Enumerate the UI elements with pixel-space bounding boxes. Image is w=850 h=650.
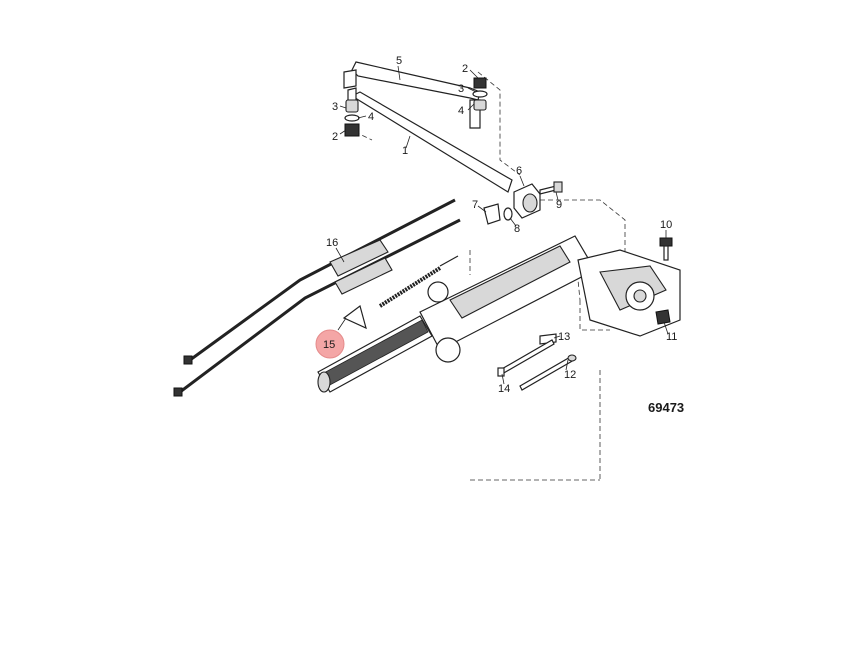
callout-3-left: 3 <box>332 101 338 113</box>
callout-16: 16 <box>326 237 338 249</box>
callout-4-right: 4 <box>458 105 464 117</box>
highlight-circle <box>315 329 345 359</box>
callout-2-left: 2 <box>332 131 338 143</box>
part-1-lower-bar <box>347 87 513 193</box>
part-16-cables <box>173 198 461 397</box>
leader-lines <box>335 65 669 385</box>
part-7-clip <box>483 203 501 225</box>
part-6-bushing <box>513 183 541 219</box>
callout-labels: 5 2 3 4 3 4 2 1 6 7 8 9 10 11 13 12 14 1… <box>326 55 677 395</box>
fastener-stack-right <box>472 77 488 111</box>
part-12-pin <box>519 354 577 391</box>
callout-6: 6 <box>516 165 522 177</box>
callout-12: 12 <box>564 369 576 381</box>
callout-13: 13 <box>558 331 570 343</box>
callout-2-right: 2 <box>462 63 468 75</box>
callout-5: 5 <box>396 55 402 67</box>
callout-1: 1 <box>402 145 408 157</box>
callout-9: 9 <box>556 199 562 211</box>
fastener-stack-left <box>344 99 360 137</box>
part-5-upper-bar <box>343 61 481 129</box>
callout-8: 8 <box>514 223 520 235</box>
part-9-screw <box>539 181 563 195</box>
part-11-nut <box>655 309 671 325</box>
callout-15-highlight[interactable]: 15 <box>315 329 345 359</box>
callout-3-right: 3 <box>458 83 464 95</box>
callout-10: 10 <box>660 219 672 231</box>
part-10-screw <box>659 237 673 261</box>
callout-7: 7 <box>472 199 478 211</box>
part-15-tiller-handle <box>317 235 596 393</box>
bracket-assembly <box>577 249 681 337</box>
callout-15: 15 <box>323 339 335 351</box>
callout-4-left: 4 <box>368 111 374 123</box>
callout-11: 11 <box>666 331 677 343</box>
part-14-pin <box>497 339 555 377</box>
callout-14: 14 <box>498 383 510 395</box>
spring-link <box>342 255 459 330</box>
figure-number: 69473 <box>648 400 684 415</box>
part-8-washer <box>503 207 513 221</box>
